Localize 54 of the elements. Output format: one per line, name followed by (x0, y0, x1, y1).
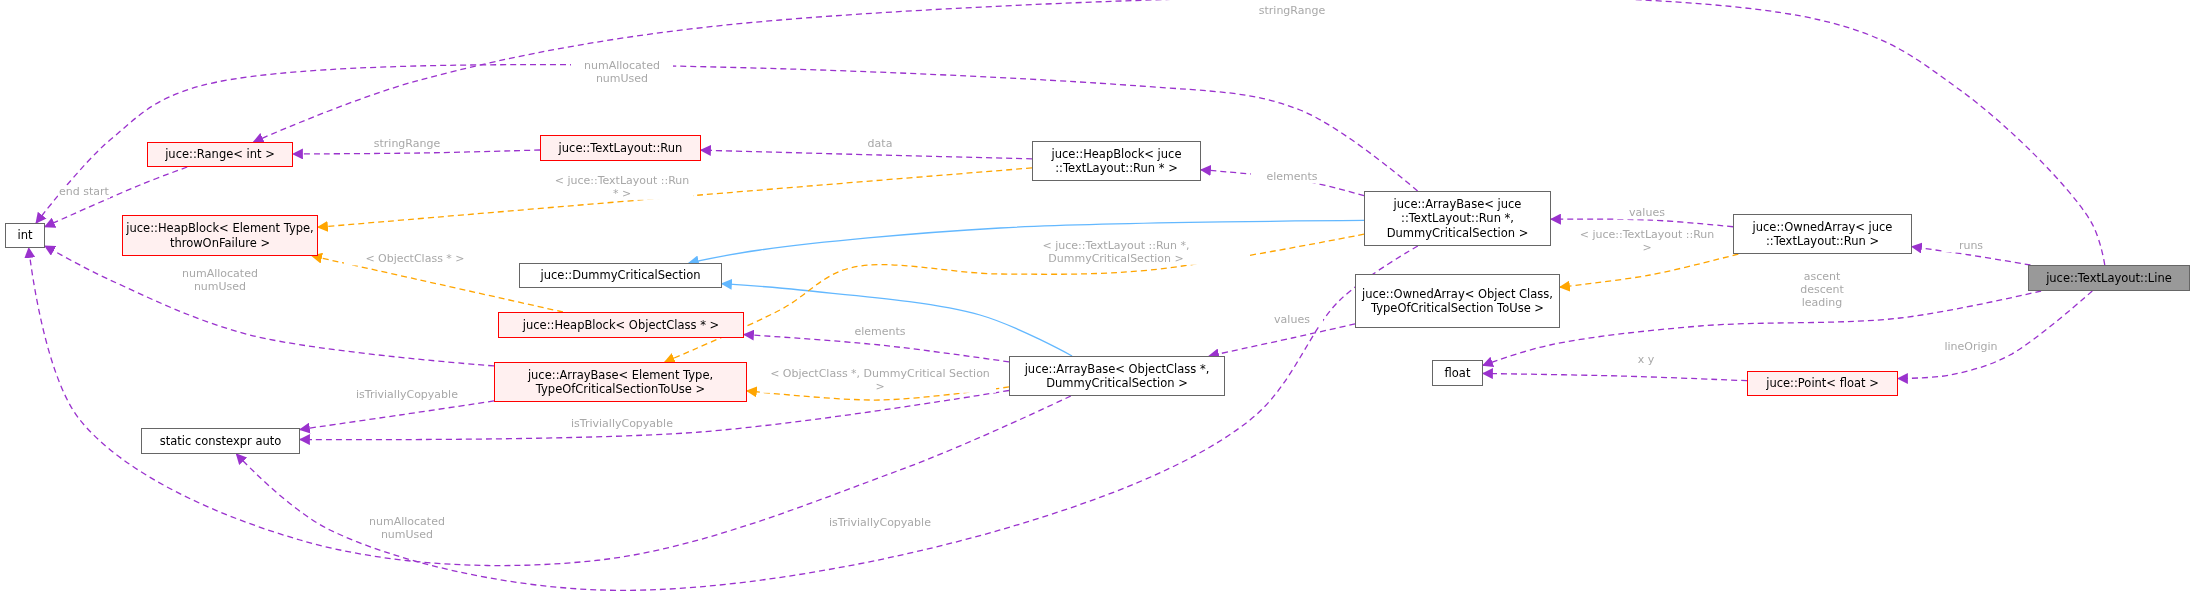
class-name: juce::OwnedArray< Object Class, TypeOfCriticalSection ToUse > (1360, 286, 1554, 316)
class-box (494, 362, 747, 402)
class-name: juce::HeapBlock< ObjectClass * > (522, 317, 720, 333)
arrow (699, 144, 1033, 160)
arrow (1481, 290, 2042, 368)
class-name: juce::ArrayBase< juce ::TextLayout::Run *, DummyCriticalSection > (1385, 196, 1530, 241)
class-box (1747, 371, 1898, 396)
edge-label: end start (58, 185, 110, 199)
arrow (252, 0, 2106, 266)
arrow (298, 389, 1010, 446)
class-box (1733, 214, 1912, 254)
class-box (1009, 356, 1225, 396)
class-name: juce::TextLayout::Run (558, 140, 683, 156)
arrow (235, 245, 1419, 591)
arrow (298, 400, 495, 434)
arrow (35, 64, 1419, 224)
class-name: juce::Point< float > (1766, 376, 1879, 391)
arrow (44, 245, 495, 367)
arrow (745, 386, 1010, 401)
arrow (742, 329, 1010, 363)
class-name: int (17, 228, 33, 243)
class-box (540, 135, 701, 161)
class-box (1364, 191, 1551, 246)
edge-label: < ObjectClass *, DummyCritical Section > (764, 366, 996, 394)
arrow (24, 246, 1072, 567)
class-box (5, 223, 45, 248)
class-name: juce::ArrayBase< Element Type, TypeOfCriticalSectionToUse > (526, 367, 715, 397)
class-name: juce::Range< int > (165, 147, 275, 162)
arrow (663, 233, 1365, 364)
arrow (44, 166, 188, 228)
arrow (1549, 213, 1734, 228)
class-name: juce::ArrayBase< ObjectClass *, DummyCriticalSection > (1023, 361, 1211, 391)
class-name: float (1444, 365, 1471, 381)
class-name: juce::HeapBlock< juce ::TextLayout::Run * > (1050, 146, 1183, 176)
class-name: juce::HeapBlock< Element Type, throwOnFailure > (126, 221, 314, 250)
class-box (147, 142, 293, 167)
class-name: static constexpr auto (159, 433, 282, 449)
class-box (519, 263, 722, 288)
class-name: juce::DummyCriticalSection (540, 268, 701, 283)
class-box (1032, 141, 1201, 181)
class-box (1432, 360, 1483, 386)
arrow (291, 148, 541, 160)
class-box (122, 215, 318, 256)
class-name: juce::TextLayout::Line (2046, 270, 2172, 286)
class-name: juce::OwnedArray< juce ::TextLayout::Run > (1751, 219, 1894, 249)
arrow (316, 167, 1033, 232)
arrow (1481, 368, 1748, 382)
class-box (141, 428, 300, 454)
class-box (2028, 265, 2190, 291)
arrow (1558, 253, 1739, 292)
class-box (1355, 274, 1560, 328)
arrow (1896, 290, 2093, 384)
class-box (498, 312, 744, 338)
arrow (720, 278, 1073, 357)
